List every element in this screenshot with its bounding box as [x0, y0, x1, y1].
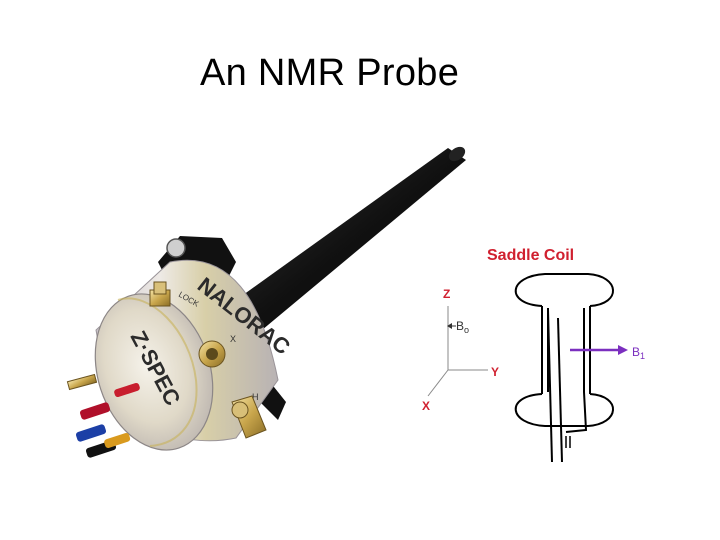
- coordinate-axes: [427, 306, 488, 397]
- x-connector: [198, 340, 226, 368]
- z-axis-label: Z: [443, 287, 450, 301]
- y-axis-label: Y: [491, 365, 499, 379]
- b1-field-arrow: [570, 345, 628, 355]
- b0-label: Bo: [456, 319, 469, 335]
- gas-inlet-fitting: [66, 373, 98, 391]
- probe-shaft: [236, 146, 466, 330]
- x-axis-label: X: [422, 399, 430, 413]
- wire-leads: [75, 382, 140, 458]
- slide-title: An NMR Probe: [200, 52, 460, 94]
- lock-connector: [149, 281, 171, 307]
- saddle-coil-title: Saddle Coil: [487, 247, 574, 264]
- h-port-label: H: [252, 392, 259, 402]
- saddle-coil: [514, 273, 614, 463]
- b0-field-arrow: [447, 323, 456, 329]
- h-connector: [231, 395, 267, 439]
- x-port-label: X: [230, 334, 236, 344]
- b1-label: B1: [632, 345, 645, 361]
- coil-capacitor: [565, 436, 571, 448]
